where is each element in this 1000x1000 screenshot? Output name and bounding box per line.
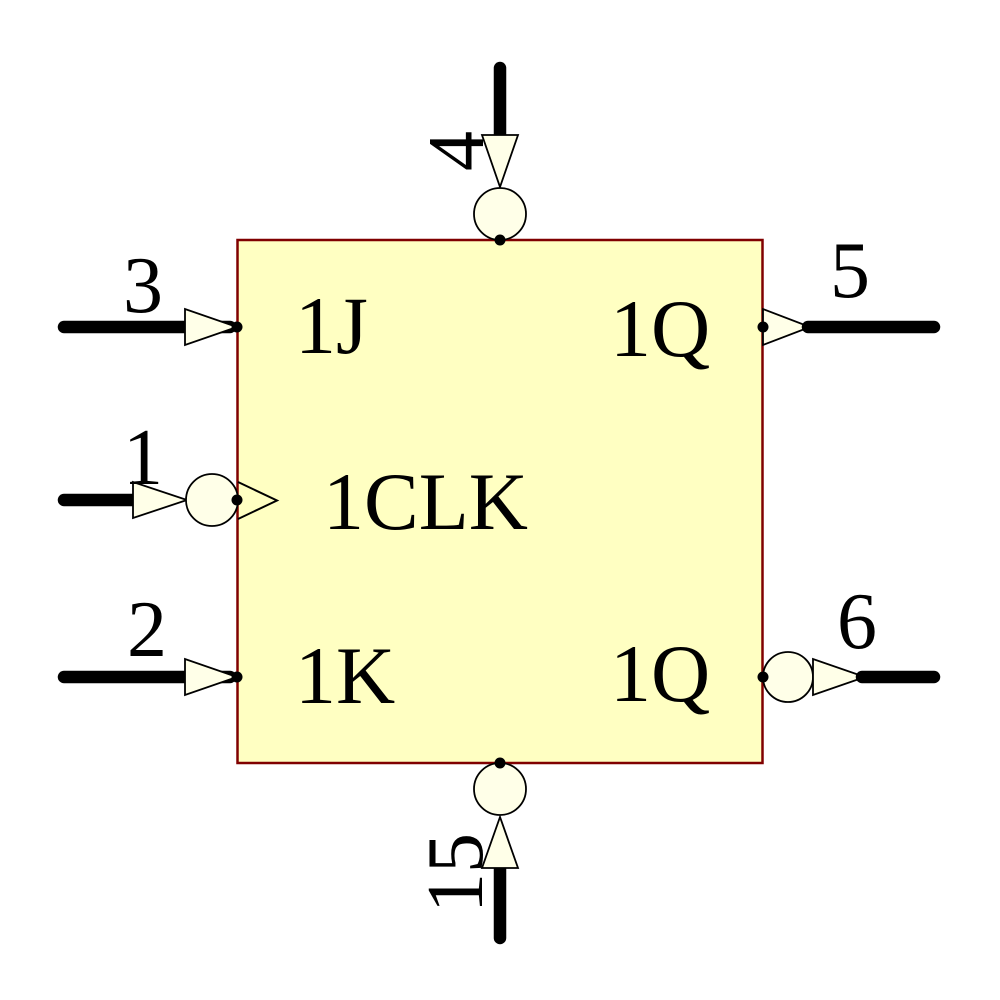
pin-4-connection-dot	[494, 234, 506, 246]
pin-name-1j: 1J	[295, 280, 368, 371]
pin-15-bottom-input[interactable]: 15	[412, 757, 527, 945]
pin-5-number-label: 5	[830, 227, 870, 315]
pin-15-connection-dot	[494, 757, 506, 769]
pin-15-arrow-icon	[480, 814, 520, 869]
pin-6-number-label: 6	[837, 578, 877, 666]
pin-4-arrow-icon	[480, 134, 520, 190]
pin-3-j-input[interactable]: 3	[57, 242, 243, 347]
pin-1-clk-input[interactable]: 1	[57, 414, 280, 527]
pin-6-qbar-output[interactable]: 6	[757, 578, 941, 703]
pin-2-k-input[interactable]: 2	[57, 586, 243, 697]
pin-2-number-label: 2	[127, 586, 167, 674]
clock-edge-triangle-icon	[237, 481, 280, 520]
pin-6-arrow-icon	[812, 657, 868, 697]
pin-1-connection-dot	[231, 494, 243, 506]
pin-6-inversion-bubble-icon	[762, 651, 814, 703]
pin-4-inversion-bubble-icon	[473, 187, 527, 241]
pin-5-connection-dot	[757, 321, 769, 333]
pin-1-number-label: 1	[123, 414, 163, 502]
pin-3-connection-dot	[231, 321, 243, 333]
pin-15-number-label: 15	[412, 833, 500, 913]
pin-3-arrow-icon	[184, 307, 240, 347]
pin-4-top-input[interactable]: 4	[413, 61, 527, 246]
pin-1-arrow-icon	[132, 480, 190, 520]
pin-name-labels: 1J 1CLK 1K 1Q 1Q	[295, 280, 710, 721]
pin-name-1q: 1Q	[610, 283, 710, 374]
symbol-body[interactable]	[236, 238, 764, 765]
pin-2-arrow-icon	[184, 657, 240, 697]
pin-15-inversion-bubble-icon	[473, 762, 527, 816]
pin-name-1qbar: 1Q	[610, 628, 710, 719]
pin-3-number-label: 3	[123, 242, 163, 330]
pin-name-1k: 1K	[295, 630, 395, 721]
pin-6-connection-dot	[757, 671, 769, 683]
pin-4-number-label: 4	[413, 131, 501, 171]
pin-5-q-output[interactable]: 5	[757, 227, 941, 347]
pin-1-inversion-bubble-icon	[185, 473, 239, 527]
pin-2-connection-dot	[231, 671, 243, 683]
pin-name-1clk: 1CLK	[323, 456, 528, 547]
